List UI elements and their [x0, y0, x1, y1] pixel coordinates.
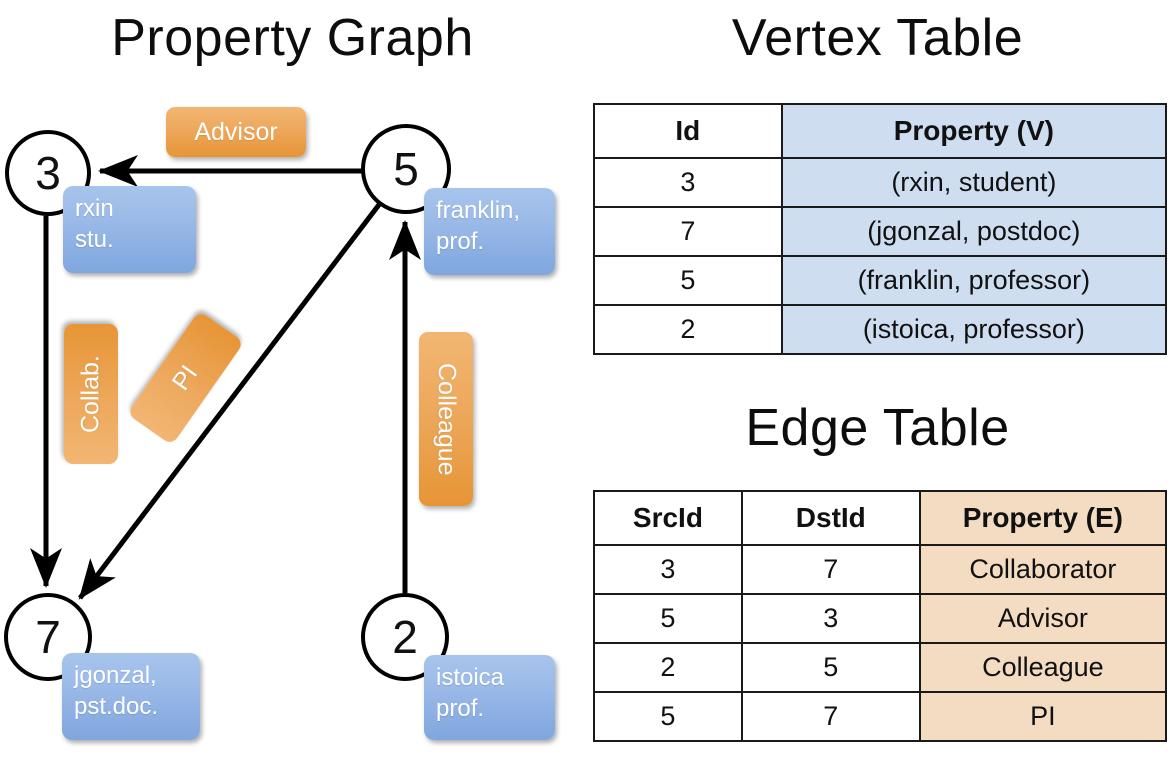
vertex-row-3-property: (istoica, professor)	[780, 304, 1168, 355]
node-property-2-line1: istoica	[436, 664, 505, 691]
vertex-row-0-id: 3	[593, 157, 783, 208]
vertex-table-header-property: Property (V)	[780, 103, 1168, 159]
table-row: 7 (jgonzal, postdoc)	[593, 206, 1168, 257]
node-property-5-line2: prof.	[436, 227, 485, 255]
graph-node-3-label: 3	[35, 147, 61, 199]
vertex-row-1-id: 7	[593, 206, 783, 257]
node-property-box-5: franklin, prof.	[424, 188, 555, 275]
edge-row-0-property: Collaborator	[918, 544, 1168, 595]
graph-edges-svg	[30, 155, 421, 600]
edge-row-1-dst: 3	[740, 593, 921, 644]
edge-table-header-row: SrcId DstId Property (E)	[593, 490, 1168, 546]
table-row: 2 5 Colleague	[593, 642, 1168, 693]
node-property-5-line1: franklin,	[436, 197, 521, 224]
edge-label-collab: Collab.	[64, 324, 118, 464]
edge-table-header-property: Property (E)	[918, 490, 1168, 546]
table-row: 3 7 Collaborator	[593, 544, 1168, 595]
vertex-row-1-property: (jgonzal, postdoc)	[780, 206, 1168, 257]
node-property-3-line1: rxin	[75, 195, 114, 222]
vertex-table-header-id: Id	[593, 103, 783, 159]
table-row: 5 7 PI	[593, 691, 1168, 742]
page-title-edge-table: Edge Table	[745, 399, 1010, 457]
vertex-row-2-property: (franklin, professor)	[780, 255, 1168, 306]
table-row: 5 (franklin, professor)	[593, 255, 1168, 306]
graph-node-2-label: 2	[392, 611, 418, 663]
graph-node-5[interactable]: 5	[361, 124, 451, 214]
graph-node-5-label: 5	[393, 143, 419, 195]
vertex-table: Id Property (V) 3 (rxin, student) 7 (jgo…	[593, 103, 1168, 355]
edge-row-3-src: 5	[593, 691, 743, 742]
edge-row-2-property: Colleague	[918, 642, 1168, 693]
edge-label-colleague-text: Colleague	[432, 362, 461, 476]
node-property-7-line1: jgonzal,	[74, 662, 157, 689]
edge-label-pi-text: PI	[166, 360, 204, 396]
node-property-3-line2: stu.	[75, 225, 114, 253]
edge-table-header-srcid: SrcId	[593, 490, 743, 546]
edge-row-1-src: 5	[593, 593, 743, 644]
edge-row-0-dst: 7	[740, 544, 921, 595]
edge-label-advisor-text: Advisor	[194, 117, 278, 146]
node-property-box-7: jgonzal, pst.doc.	[62, 653, 200, 740]
edge-label-collab-text: Collab.	[76, 355, 105, 433]
vertex-row-0-property: (rxin, student)	[780, 157, 1168, 208]
edge-row-3-property: PI	[918, 691, 1168, 742]
node-property-7-line2: pst.doc.	[74, 692, 159, 720]
table-row: 2 (istoica, professor)	[593, 304, 1168, 355]
edge-table: SrcId DstId Property (E) 3 7 Collaborato…	[593, 490, 1168, 742]
table-row: 3 (rxin, student)	[593, 157, 1168, 208]
edge-row-2-src: 2	[593, 642, 743, 693]
edge-label-advisor: Advisor	[166, 107, 306, 157]
vertex-table-header-row: Id Property (V)	[593, 103, 1168, 159]
vertex-row-2-id: 5	[593, 255, 783, 306]
graph-node-7-label: 7	[35, 611, 61, 663]
table-row: 5 3 Advisor	[593, 593, 1168, 644]
node-property-box-3: rxin stu.	[63, 186, 196, 273]
property-graph-panel: Property Graph 3 5 7 2 rxin stu. frankli…	[4, 9, 555, 740]
graph-node-2[interactable]: 2	[361, 593, 449, 681]
vertex-row-3-id: 2	[593, 304, 783, 355]
edge-label-colleague: Colleague	[419, 332, 473, 506]
edge-row-2-dst: 5	[740, 642, 921, 693]
node-property-2-line2: prof.	[436, 694, 485, 722]
edge-table-header-dstid: DstId	[740, 490, 921, 546]
node-property-box-2: istoica prof.	[424, 655, 555, 740]
edge-row-0-src: 3	[593, 544, 743, 595]
page-title-property-graph: Property Graph	[111, 9, 474, 67]
edge-row-3-dst: 7	[740, 691, 921, 742]
edge-5-to-7	[78, 200, 383, 600]
edge-row-1-property: Advisor	[918, 593, 1168, 644]
page-title-vertex-table: Vertex Table	[731, 9, 1024, 67]
